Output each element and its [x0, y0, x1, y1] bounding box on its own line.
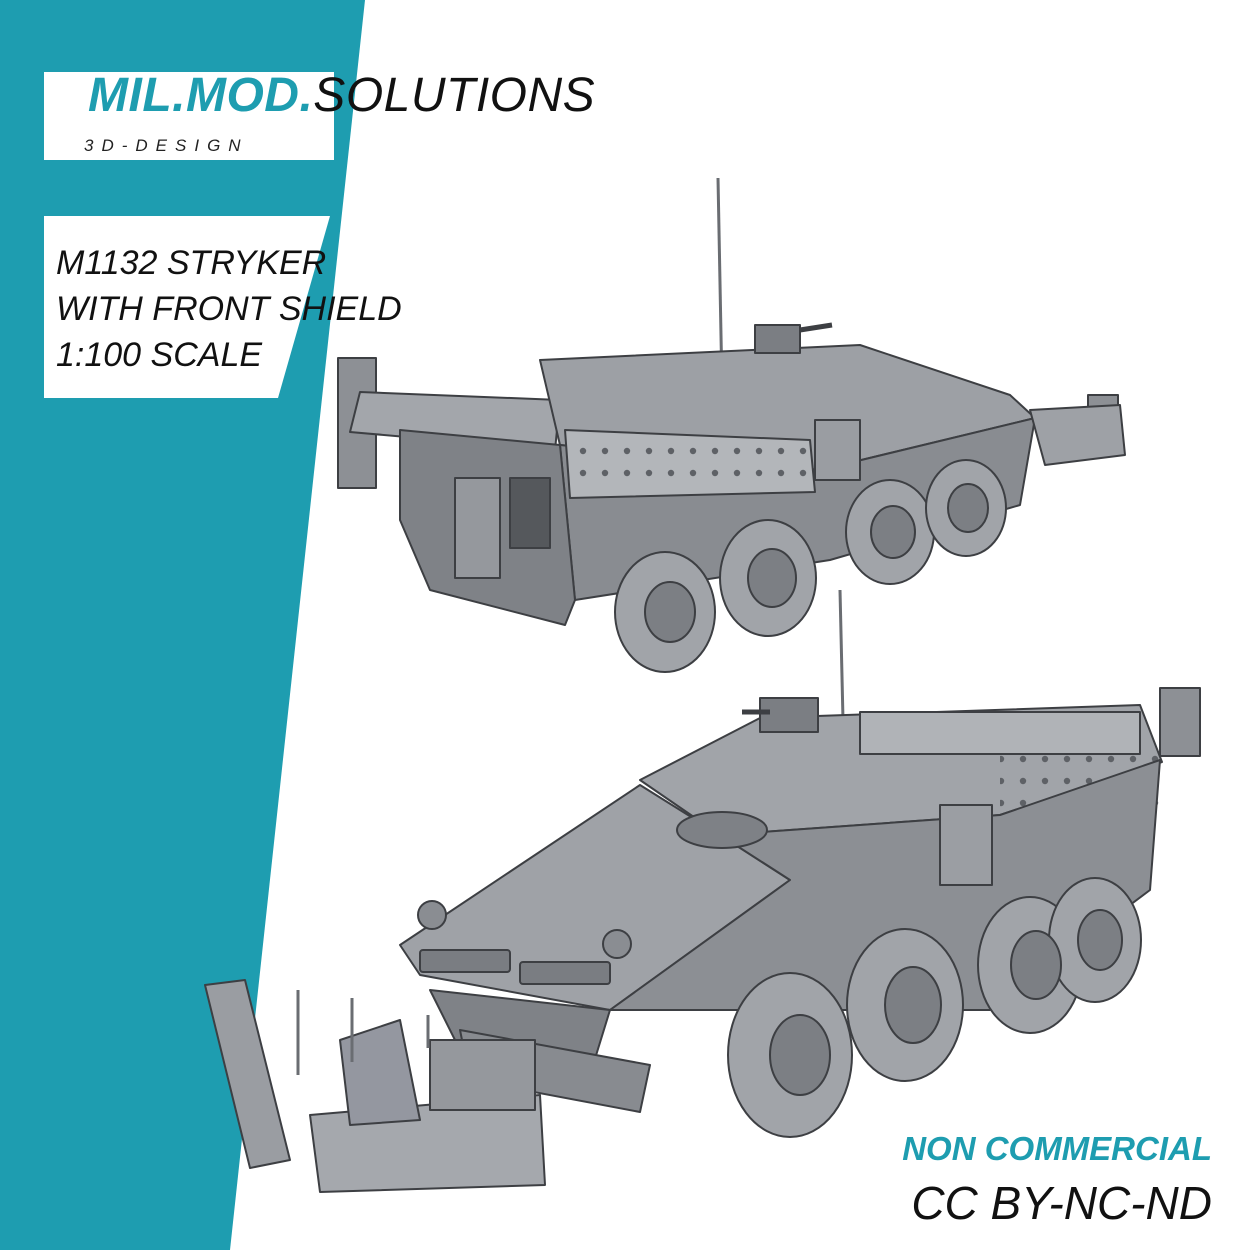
brand-name-rest: SOLUTIONS	[313, 69, 596, 122]
front-view-vehicle	[204, 589, 1201, 1193]
brand-box	[44, 72, 334, 160]
brand-logo: MIL.MOD.SOLUTIONS	[88, 72, 595, 120]
brand-name-accent: MIL.MOD.	[88, 69, 314, 122]
product-name: M1132 STRYKER	[56, 244, 327, 282]
rear-view-vehicle	[337, 177, 1126, 673]
product-scale: 1:100 SCALE	[56, 336, 263, 374]
license-code: CC BY-NC-ND	[911, 1177, 1212, 1229]
license-label: NON COMMERCIAL	[902, 1130, 1212, 1167]
product-variant: WITH FRONT SHIELD	[56, 290, 402, 328]
brand-tagline: 3D-DESIGN	[84, 136, 249, 155]
